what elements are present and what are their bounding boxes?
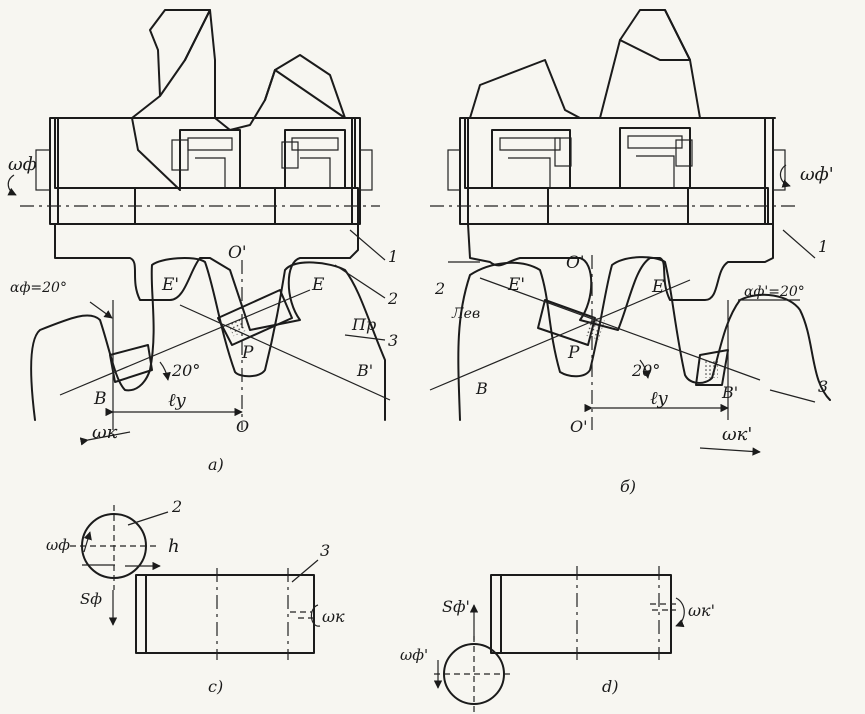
point-b-label-a: B bbox=[93, 389, 107, 409]
omega-k-label-d: ωк' bbox=[688, 601, 715, 620]
caption-b: б) bbox=[620, 477, 636, 496]
wheel-head-b bbox=[430, 9, 800, 225]
omega-f-label-c: ωф bbox=[46, 536, 70, 554]
workpiece-rect-c bbox=[135, 574, 315, 654]
s-f-label-d: Sф' bbox=[442, 597, 470, 616]
figure-d: Sф' ωк' ωф' d) bbox=[400, 566, 715, 712]
point-e-label-a: E bbox=[311, 275, 325, 295]
omega-k-label-a: ωк bbox=[92, 422, 118, 443]
omega-f-label-a: ωф bbox=[8, 154, 37, 175]
caption-a: а) bbox=[208, 455, 224, 474]
ly-label-b: ℓy bbox=[650, 388, 668, 409]
angle-label-a: 20° bbox=[171, 361, 200, 380]
workpiece-rect-d bbox=[490, 574, 672, 654]
s-f-label-c: Sф bbox=[80, 590, 102, 608]
alpha-f-label-b: αф'=20° bbox=[744, 284, 805, 300]
callout-1-a: 1 bbox=[388, 247, 398, 266]
point-e1-label-a: E' bbox=[161, 275, 179, 295]
line-b-e-a bbox=[59, 289, 311, 396]
callout-2-c: 2 bbox=[171, 497, 182, 516]
caption-d: d) bbox=[602, 677, 618, 696]
gear-profile-b bbox=[457, 256, 831, 421]
figure-a: ωф αф=20° E' O' E Пр 20° P B' B ℓy O ωк … bbox=[7, 9, 398, 474]
figure-c: 2 3 ωф h Sф ωк с) bbox=[46, 497, 345, 696]
point-b-label-b: B bbox=[475, 379, 488, 398]
fixture-body-b bbox=[467, 223, 774, 331]
h-label-c: h bbox=[168, 536, 180, 557]
point-o1-label-a: O' bbox=[228, 243, 247, 263]
omega-f-label-d: ωф' bbox=[400, 646, 428, 664]
line-b-e-b bbox=[429, 279, 691, 391]
point-p-label-b: P bbox=[567, 343, 580, 363]
point-o-label-a: O bbox=[236, 417, 249, 436]
point-o1-label-b: O' bbox=[566, 253, 585, 273]
callout-1-b: 1 bbox=[818, 237, 828, 256]
omega-k-label-b: ωк' bbox=[722, 424, 752, 445]
point-b1-label-a: B' bbox=[356, 361, 373, 380]
point-o-label-b: O' bbox=[570, 417, 588, 436]
ly-label-a: ℓy bbox=[168, 390, 186, 411]
alpha-f-label-a: αф=20° bbox=[10, 280, 67, 296]
omega-k-label-c: ωк bbox=[322, 607, 345, 626]
omega-f-label-b: ωф' bbox=[800, 164, 834, 185]
point-p-label-a: P bbox=[241, 343, 254, 363]
point-e-label-b: E bbox=[651, 277, 665, 297]
gear-profile-a bbox=[30, 257, 386, 421]
callout-2-b: 2 bbox=[434, 279, 445, 298]
point-b1-label-b: B' bbox=[721, 383, 738, 402]
line-e1-b1-b bbox=[479, 277, 761, 381]
callout-3-b: 3 bbox=[818, 377, 828, 396]
callout-2-a: 2 bbox=[387, 289, 398, 308]
figure-b: ωф' αф'=20° E' O' E Лев P 20° B B' ℓy O'… bbox=[429, 9, 834, 496]
point-e1-label-b: E' bbox=[507, 275, 525, 295]
lev-label-b: Лев bbox=[451, 306, 480, 322]
caption-c: с) bbox=[208, 677, 223, 696]
callout-3-a: 3 bbox=[388, 331, 398, 350]
callout-3-c: 3 bbox=[320, 541, 330, 560]
line-e1-b1-a bbox=[179, 304, 391, 401]
angle-label-b: 20° bbox=[631, 361, 660, 380]
fixture-body-a bbox=[54, 223, 359, 331]
pr-label-a: Пр bbox=[351, 315, 376, 334]
wheel-head-a bbox=[20, 9, 380, 225]
